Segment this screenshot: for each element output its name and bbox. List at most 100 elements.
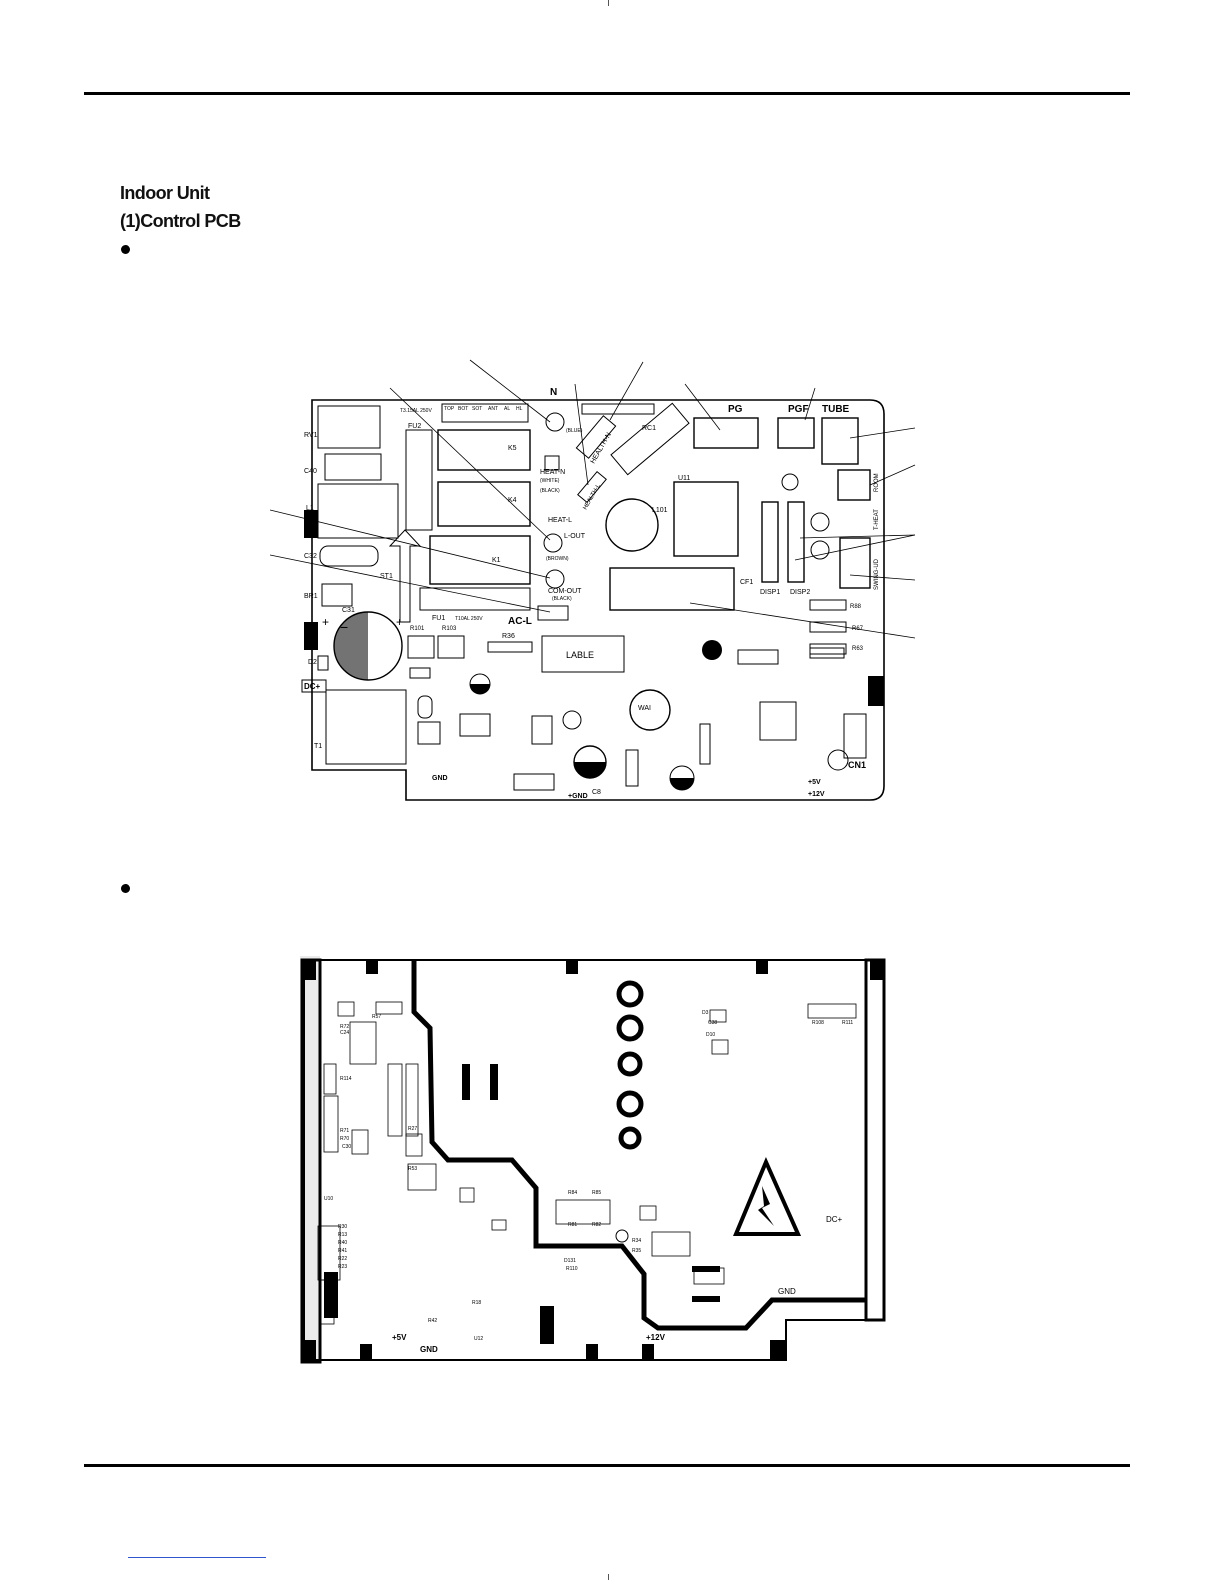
svg-text:C32: C32 <box>304 553 317 560</box>
svg-text:SOT: SOT <box>472 406 482 412</box>
svg-text:HEALTH-N: HEALTH-N <box>590 432 613 465</box>
pcb-bottom-diagram: DC+ GND R72 C24 R57 R114 R71 R70 <box>300 956 886 1364</box>
svg-text:R88: R88 <box>850 604 862 610</box>
cap-c10 <box>781 473 799 491</box>
resistor-array <box>809 643 847 655</box>
svg-text:U12: U12 <box>474 1336 483 1342</box>
svg-text:(BROWN): (BROWN) <box>546 556 569 562</box>
svg-text:T3.15AL 250V: T3.15AL 250V <box>400 408 432 414</box>
svg-text:R22: R22 <box>338 1256 347 1262</box>
svg-text:R114: R114 <box>340 1076 352 1082</box>
terminal-strip <box>441 403 529 423</box>
svg-text:FU2: FU2 <box>408 423 421 430</box>
svg-text:R85: R85 <box>592 1190 601 1196</box>
svg-text:R57: R57 <box>372 1014 381 1020</box>
varistor-rv1 <box>317 405 381 449</box>
label-lable <box>541 635 625 673</box>
resistor-array <box>809 599 847 611</box>
connector-com-out <box>545 569 565 589</box>
connector-health-l <box>577 470 607 504</box>
svg-text:COM-OUT: COM-OUT <box>548 588 582 595</box>
connector-swing-ud <box>839 537 871 589</box>
corner-pad <box>302 960 316 980</box>
svg-text:CF1: CF1 <box>740 579 753 586</box>
footer-link-underline[interactable] <box>128 1557 266 1558</box>
svg-text:+12V: +12V <box>808 791 825 798</box>
svg-text:R18: R18 <box>472 1300 481 1306</box>
svg-text:R27: R27 <box>408 1126 417 1132</box>
svg-text:GND: GND <box>420 1345 438 1354</box>
ic-u1 <box>759 701 797 741</box>
resistor-array <box>809 621 847 633</box>
cap-wai <box>629 689 671 731</box>
svg-text:U10: U10 <box>324 1196 333 1202</box>
svg-text:BOT: BOT <box>458 406 468 412</box>
transformer-t1 <box>325 689 407 765</box>
svg-text:GND: GND <box>778 1287 796 1296</box>
svg-text:C24: C24 <box>340 1030 349 1036</box>
svg-text:U11: U11 <box>678 475 690 482</box>
connector-pg <box>693 417 759 449</box>
svg-text:PGF: PGF <box>788 404 809 415</box>
connector-cn1 <box>843 713 867 759</box>
connector-heat-n <box>544 455 560 471</box>
svg-text:(BLACK): (BLACK) <box>552 596 572 602</box>
crop-mark-bottom <box>608 1574 609 1580</box>
corner-pad <box>870 960 884 980</box>
svg-text:R41: R41 <box>338 1248 347 1254</box>
svg-text:C30: C30 <box>342 1144 351 1150</box>
svg-text:R103: R103 <box>442 626 457 632</box>
svg-text:C31: C31 <box>342 607 355 614</box>
svg-text:PG: PG <box>728 404 743 415</box>
svg-text:RV1: RV1 <box>304 432 318 439</box>
svg-text:DISP2: DISP2 <box>790 589 810 596</box>
svg-text:AC-L: AC-L <box>508 616 532 627</box>
svg-text:TOP: TOP <box>444 406 455 412</box>
svg-text:D131: D131 <box>564 1258 576 1264</box>
cap-c18 <box>702 640 722 660</box>
svg-text:BR1: BR1 <box>304 593 318 600</box>
cap-c32 <box>319 545 379 567</box>
svg-text:−: − <box>340 619 348 635</box>
svg-text:HEAT-N: HEAT-N <box>540 469 565 476</box>
edge-tab <box>868 676 884 706</box>
svg-text:R81: R81 <box>568 1222 577 1228</box>
svg-text:T1: T1 <box>314 743 322 750</box>
svg-text:L1: L1 <box>306 505 314 512</box>
svg-text:(BLACK): (BLACK) <box>540 488 560 494</box>
crop-mark-top <box>608 0 609 6</box>
fuse-fu2 <box>405 429 433 531</box>
svg-text:AL: AL <box>504 406 510 412</box>
svg-text:K4: K4 <box>508 497 517 504</box>
svg-text:R42: R42 <box>428 1318 437 1324</box>
connector-health-n <box>575 415 617 459</box>
corner-pad <box>770 1340 786 1360</box>
relay-k1 <box>429 535 531 585</box>
svg-text:C40: C40 <box>304 468 317 475</box>
cap-c16 <box>810 512 830 532</box>
svg-text:R23: R23 <box>338 1264 347 1270</box>
cap-c43 <box>827 749 849 771</box>
connector-disp2 <box>787 501 805 583</box>
ic-u11 <box>673 481 739 557</box>
connector-n <box>545 412 565 432</box>
svg-text:R30: R30 <box>338 1224 347 1230</box>
svg-text:K5: K5 <box>508 445 517 452</box>
svg-text:+12V: +12V <box>646 1333 666 1342</box>
connector-pgf <box>777 417 815 449</box>
svg-text:TUBE: TUBE <box>822 404 850 415</box>
svg-text:R63: R63 <box>852 646 864 652</box>
svg-text:R108: R108 <box>812 1020 824 1026</box>
svg-text:R34: R34 <box>632 1238 641 1244</box>
svg-text:HEALTH-L: HEALTH-L <box>583 483 603 511</box>
svg-text:+GND: +GND <box>568 793 588 800</box>
edge-tab <box>304 510 318 538</box>
dc-plus-label <box>301 679 327 693</box>
svg-text:R111: R111 <box>842 1020 853 1026</box>
svg-text:DC+: DC+ <box>826 1215 843 1224</box>
svg-text:D10: D10 <box>706 1032 715 1038</box>
svg-text:SWING-UD: SWING-UD <box>874 558 880 590</box>
svg-text:HEAT-L: HEAT-L <box>548 517 572 524</box>
svg-text:C8: C8 <box>592 789 601 796</box>
svg-text:R110: R110 <box>566 1266 578 1272</box>
